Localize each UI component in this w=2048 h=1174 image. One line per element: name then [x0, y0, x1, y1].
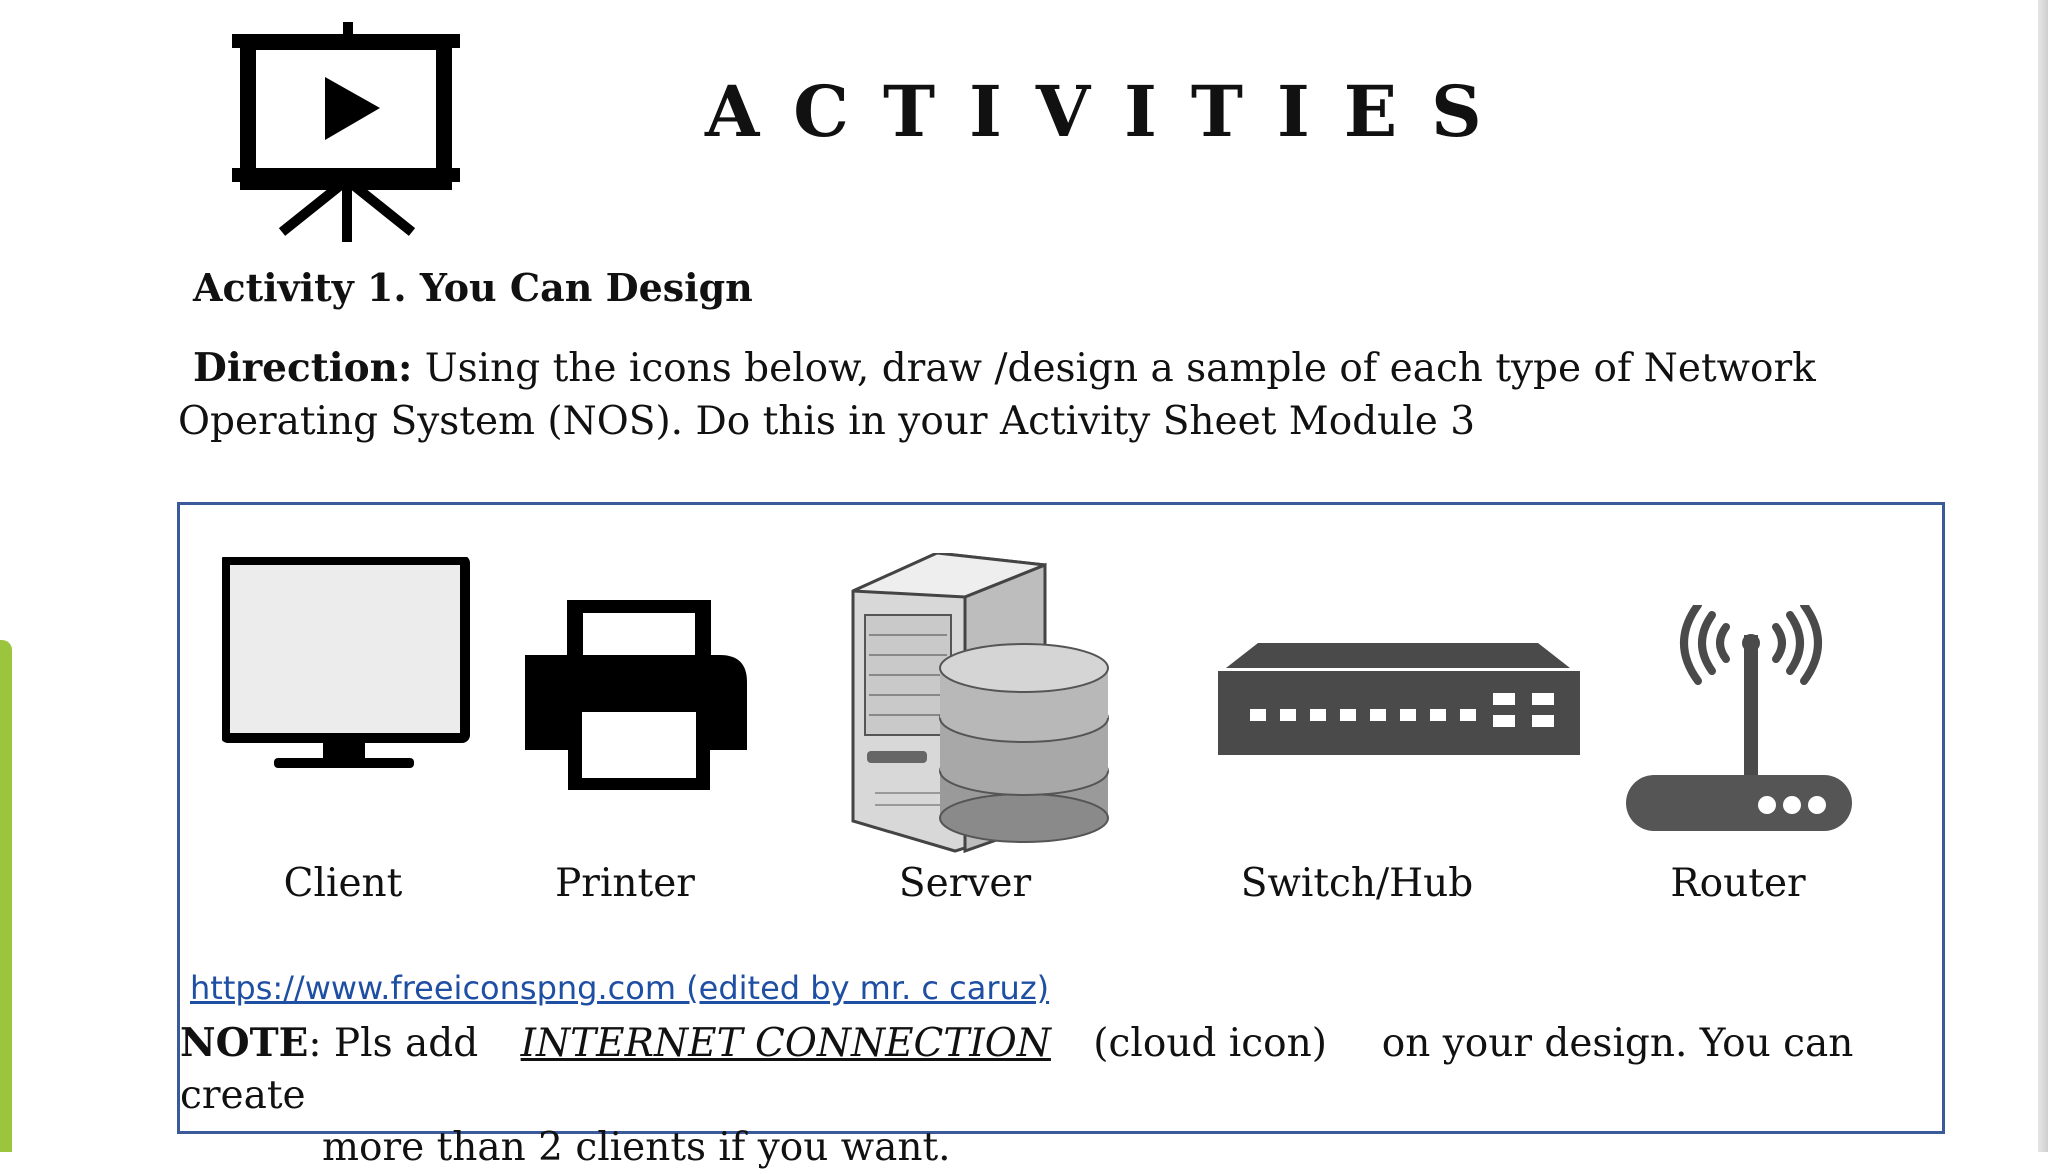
device-printer	[525, 600, 750, 790]
device-switch	[1218, 643, 1580, 763]
note-line-1: NOTE: Pls add INTERNET CONNECTION (cloud…	[180, 1017, 1930, 1122]
presentation-icon	[232, 22, 460, 242]
note-emphasis: INTERNET CONNECTION	[520, 1021, 1051, 1066]
activity-heading: Activity 1. You Can Design	[193, 265, 753, 310]
device-label-switch: Switch/Hub	[1240, 861, 1474, 906]
accent-bar	[0, 640, 12, 1152]
note-rest-line1: on your design. You can create	[180, 1021, 1854, 1118]
switch-icon	[1218, 643, 1580, 755]
printer-icon	[525, 600, 747, 790]
note-label: NOTE	[180, 1020, 309, 1066]
note-cloud-text: (cloud icon)	[1080, 1021, 1340, 1066]
device-client	[222, 557, 472, 782]
device-label-client: Client	[283, 861, 403, 906]
icon-panel: Client Printer	[177, 502, 1945, 1170]
device-label-router: Router	[1670, 861, 1806, 906]
device-server	[845, 553, 1110, 853]
server-icon	[851, 553, 1109, 853]
direction-text: Using the icons below, draw /design a sa…	[178, 346, 1816, 444]
page-title: ACTIVITIES	[705, 70, 1516, 153]
direction-label: Direction:	[193, 345, 413, 391]
note-sep: : Pls add	[308, 1021, 491, 1066]
direction-paragraph: Direction: Using the icons below, draw /…	[178, 342, 1878, 448]
monitor-icon	[222, 557, 470, 768]
source-link[interactable]: https://www.freeiconspng.com (edited by …	[190, 969, 1050, 1007]
device-router	[1622, 605, 1872, 845]
right-edge-bar	[2038, 0, 2048, 1152]
router-icon	[1626, 605, 1852, 831]
device-label-server: Server	[898, 861, 1032, 906]
note-paragraph: NOTE: Pls add INTERNET CONNECTION (cloud…	[180, 1017, 1930, 1174]
device-label-printer: Printer	[555, 861, 695, 906]
note-line-2: more than 2 clients if you want.	[322, 1125, 951, 1170]
